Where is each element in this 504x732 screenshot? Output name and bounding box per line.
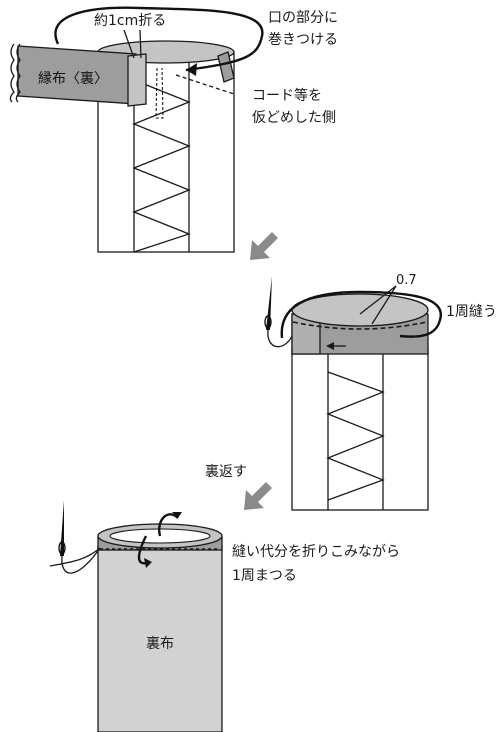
needle-icon	[264, 276, 293, 348]
step-2-group: 0.7 1周縫う	[264, 273, 497, 511]
step2-stitch-line	[292, 321, 428, 330]
step3-hem-label-2: 1周まつる	[232, 568, 297, 584]
step1-wrap-arrowhead	[186, 63, 197, 76]
step2-cord-arrowhead	[326, 342, 334, 350]
step2-seam-allowance-label: 0.7	[396, 273, 417, 288]
step-1-group: 縁布〈裏〉 約1cm折る 口の部分に 巻きつける コード等を 仮どめした側	[9, 6, 338, 253]
step1-folded-flap	[127, 53, 147, 107]
step3-curl-arrowhead-top	[172, 512, 182, 518]
step3-lining-label: 裏布	[146, 635, 174, 652]
step-3-group: 裏布 縫い代分を折りこみながら 1周まつる	[49, 500, 400, 732]
step1-fold-label: 約1cm折る	[94, 13, 166, 29]
step1-fold-pointer-2	[139, 29, 142, 59]
step3-curl-arrowhead-bottom	[144, 558, 152, 568]
step1-cord-label-2: 仮どめした側	[252, 110, 336, 126]
arrow-down-left-icon	[244, 482, 272, 510]
step2-thread-loop	[280, 290, 443, 339]
step3-turn-label: 裏返す	[205, 463, 247, 480]
step2-zigzag	[326, 371, 385, 501]
step1-cord-label-1: コード等を	[252, 87, 322, 104]
arrow-down-left-icon	[250, 232, 278, 260]
step1-fold-pointer-1	[123, 29, 135, 59]
step1-tape-end	[217, 51, 235, 83]
step1-zigzag	[132, 79, 191, 253]
step1-tape-label: 縁布〈裏〉	[38, 70, 108, 87]
step1-wrap-arrow	[54, 6, 264, 72]
step2-sew-label: 1周縫う	[446, 304, 497, 320]
step3-hem-label-1: 縫い代分を折りこみながら	[232, 544, 400, 560]
step1-tape-torn-edge-2	[9, 43, 15, 103]
step2-tube	[291, 349, 429, 511]
step1-wrap-label-1: 口の部分に	[268, 10, 338, 26]
step1-tape-torn-edge	[15, 43, 21, 103]
step1-cord-tack	[155, 67, 164, 119]
step1-wrap-label-2: 巻きつける	[268, 32, 338, 48]
step3-curl-arrow-top	[158, 513, 179, 537]
step3-lining-body	[97, 545, 223, 732]
step2-seam-pointer-1	[359, 285, 397, 315]
needle-icon	[49, 500, 101, 574]
step1-cord-leader	[175, 74, 235, 95]
